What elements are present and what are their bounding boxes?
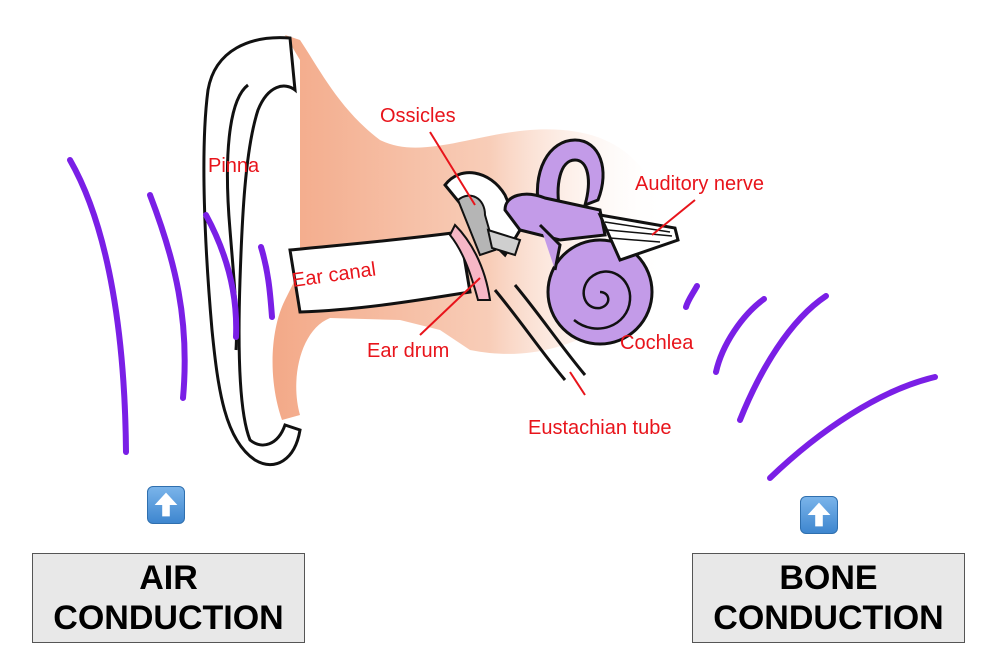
auditory-nerve-shape [597,213,680,262]
air-sound-waves [67,157,275,455]
air-wave-1 [67,157,129,455]
air-conduction-box: AIR CONDUCTION [32,553,305,643]
air-wave-2 [147,192,188,401]
label-cochlea: Cochlea [620,332,694,354]
label-pinna: Pinna [208,155,260,177]
bone-conduction-line2: CONDUCTION [713,599,944,637]
cochlea-spiral [573,270,632,330]
air-up-arrow-icon [147,486,185,524]
label-auditory-nerve: Auditory nerve [635,173,764,195]
up-arrow-icon [807,502,831,527]
cochlea-link [538,223,562,271]
ear-drum-shape [448,223,492,301]
vestibule [503,192,607,242]
bone-wave-1 [683,283,700,310]
bone-sound-waves [683,283,938,481]
bone-wave-2 [713,296,767,375]
air-wave-4 [258,244,275,320]
bone-conduction-box: BONE CONDUCTION [692,553,965,643]
label-leaders [419,131,696,396]
label-ear-drum: Ear drum [367,340,449,362]
semicircular-canals [535,138,605,217]
label-eustachian-tube: Eustachian tube [528,417,671,439]
bone-conduction-line1: BONE [779,559,878,597]
stapes-shape [486,228,522,257]
air-conduction-line1: AIR [139,559,198,597]
bone-wave-3 [737,293,829,423]
air-conduction-line2: CONDUCTION [53,599,284,637]
ear-canal-shape [288,230,472,314]
bone-up-arrow-icon [800,496,838,534]
ossicles-shape [456,194,497,257]
label-ossicles: Ossicles [380,105,456,127]
air-wave-3 [203,212,240,340]
up-arrow-icon [154,492,178,517]
bone-wave-4 [767,374,938,481]
eustachian-tube-shape [493,284,587,381]
